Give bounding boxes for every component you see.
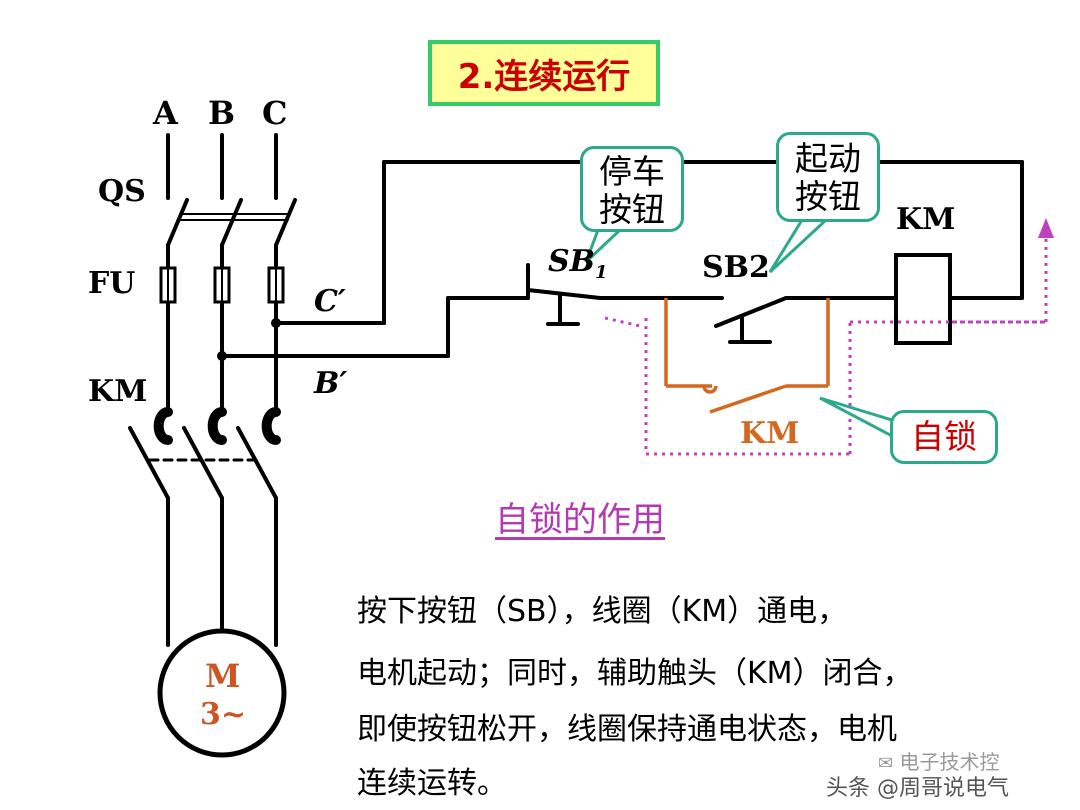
explanation-line-2: 电机起动；同时，辅助触头（KM）闭合，: [357, 656, 913, 691]
sb1-label: SB1: [548, 244, 608, 283]
section-heading: 自锁的作用: [495, 500, 665, 540]
phase-c-label: C: [262, 94, 288, 132]
qs-blade-b: [220, 198, 243, 247]
page-title: 2.连续运行: [428, 40, 660, 106]
motor-circle: [157, 628, 287, 758]
explanation-line-4: 连续运转。: [357, 766, 507, 801]
sb1-label-sub: 1: [595, 262, 608, 283]
stop-callout-line2: 按钮: [599, 190, 665, 229]
km-aux-label: KM: [740, 416, 800, 451]
phase-a-label: A: [153, 94, 178, 132]
km-coil-label: KM: [896, 202, 956, 237]
stop-button-callout: 停车 按钮: [580, 146, 684, 232]
explanation-line-1: 按下按钮（SB），线圈（KM）通电，: [357, 594, 848, 629]
self-lock-callout: 自锁: [890, 410, 998, 464]
km-main-contact-c: [261, 407, 281, 445]
qs-label: QS: [98, 174, 146, 209]
watermark-line1: 电子技术控: [899, 750, 1000, 774]
sb2-contact: [714, 296, 788, 328]
junction-b: [217, 351, 227, 361]
start-callout-line1: 起动: [795, 139, 861, 178]
b-prime-label: B′: [314, 366, 348, 401]
km-aux-contact: [664, 298, 830, 414]
watermark-account: ✉ 电子技术控: [878, 746, 999, 775]
km-main-contact-a: [153, 407, 173, 445]
start-callout-pointer: [768, 218, 830, 274]
explanation-line-3: 即使按钮松开，线圈保持通电状态，电机: [357, 712, 897, 747]
selflock-callout-pointer: [819, 396, 894, 439]
qs-blade-c: [274, 198, 297, 247]
start-callout-line2: 按钮: [795, 177, 861, 216]
qs-blade-a: [166, 198, 189, 247]
phase-b-label: B: [208, 94, 236, 132]
current-arrow: [1038, 218, 1054, 238]
motor-phase-label: 3~: [200, 697, 247, 732]
sb2-label: SB2: [702, 250, 770, 285]
stop-callout-line1: 停车: [599, 152, 665, 191]
km-coil: [894, 253, 952, 345]
watermark-credit: 头条 @周哥说电气: [826, 776, 1009, 801]
start-button-callout: 起动 按钮: [776, 132, 880, 222]
km-main-contact-b: [207, 407, 227, 445]
junction-c: [271, 318, 281, 328]
current-path: [604, 232, 1048, 456]
km-main-label: KM: [88, 374, 148, 409]
sb1-label-main: SB: [548, 244, 596, 279]
watermark-icon: ✉: [878, 753, 894, 774]
c-prime-label: C′: [314, 284, 346, 319]
fu-label: FU: [88, 266, 136, 301]
motor-m-label: M: [205, 657, 241, 695]
